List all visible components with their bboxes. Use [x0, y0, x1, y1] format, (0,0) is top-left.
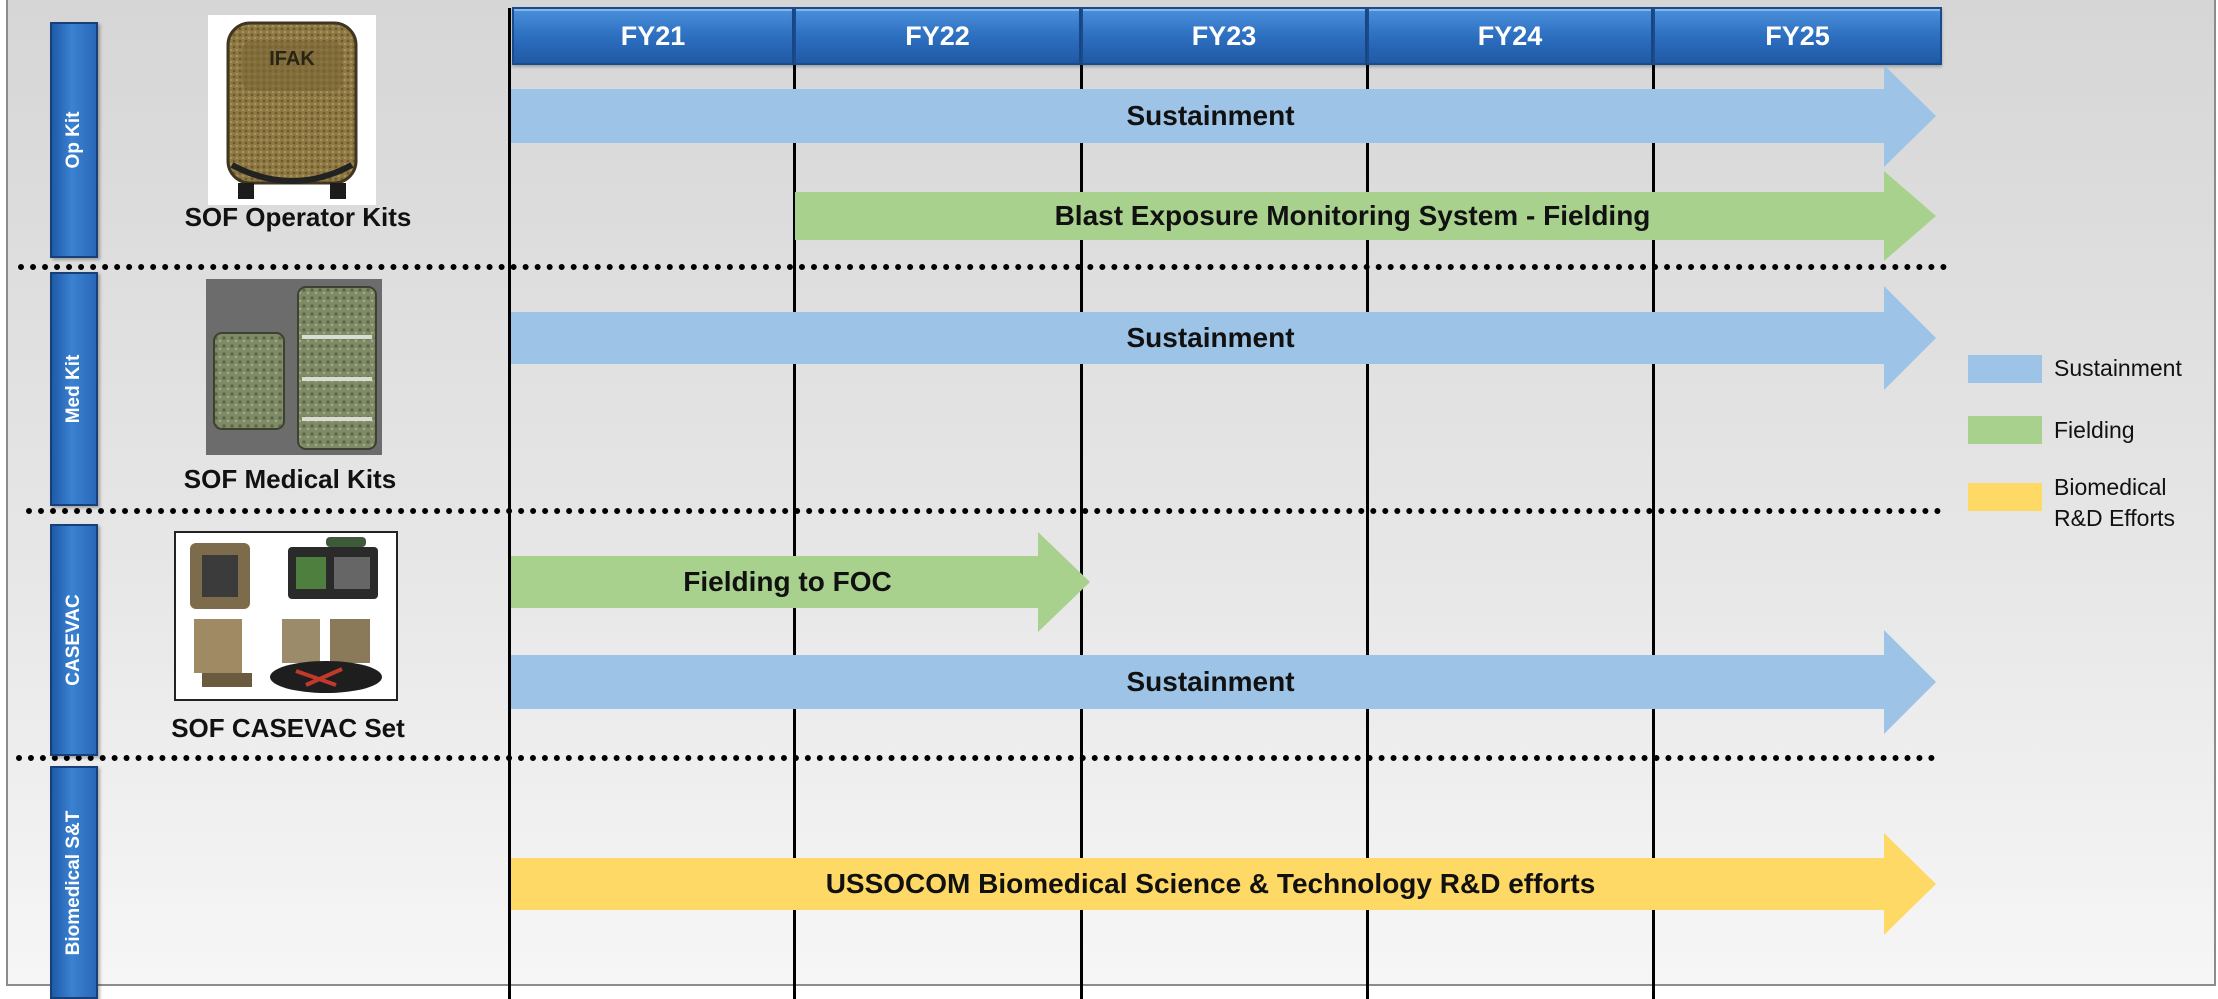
row-tab-label: Med Kit — [63, 354, 84, 424]
row-separator — [16, 755, 1936, 761]
timeline-arrow-fielding: Fielding to FOC — [511, 532, 1090, 632]
legend-swatch-fielding — [1968, 416, 2042, 444]
arrow-shape — [511, 833, 1936, 935]
row-tab-label: CASEVAC — [63, 594, 84, 686]
row-tab-label: Biomedical S&T — [63, 810, 84, 955]
row-separator — [26, 508, 1942, 514]
ifak-backpack-image: IFAK — [208, 15, 376, 205]
year-header-fy21: FY21 — [512, 7, 794, 65]
arrow-label: Sustainment — [1126, 100, 1295, 131]
medical-kit-image — [206, 279, 382, 455]
timeline-arrow-sustainment: Sustainment — [511, 286, 1936, 390]
legend-label-fielding: Fielding — [2054, 417, 2135, 443]
timeline-arrow-sustainment: Sustainment — [511, 630, 1936, 734]
year-divider-line — [793, 65, 796, 999]
arrow-label: Blast Exposure Monitoring System - Field… — [1054, 200, 1651, 231]
kit-label-operator: SOF Operator Kits — [184, 202, 412, 232]
arrow-shape — [511, 286, 1936, 390]
legend-swatch-biomedical — [1968, 483, 2042, 511]
timeline-arrow-fielding: Blast Exposure Monitoring System - Field… — [795, 171, 1936, 261]
kit-label-medical: SOF Medical Kits — [183, 464, 397, 494]
casevac-set-image — [174, 531, 398, 701]
year-header-fy23: FY23 — [1081, 7, 1367, 65]
kit-label-casevac: SOF CASEVAC Set — [171, 713, 405, 743]
arrow-shape — [511, 630, 1936, 734]
row-tab-med-kit: Med Kit — [50, 272, 98, 506]
arrow-label: Sustainment — [1126, 322, 1295, 353]
year-divider-line — [1080, 65, 1083, 999]
arrow-shape — [795, 171, 1936, 261]
row-tab-op-kit: Op Kit — [50, 22, 98, 258]
svg-text:IFAK: IFAK — [269, 48, 315, 70]
medical-pouch-icon — [213, 286, 377, 450]
year-divider-line — [1652, 65, 1655, 999]
arrow-label: USSOCOM Biomedical Science & Technology … — [825, 868, 1596, 899]
arrow-label: Sustainment — [1126, 666, 1295, 697]
timeline-arrow-biomedical: USSOCOM Biomedical Science & Technology … — [511, 833, 1936, 935]
year-header-fy24: FY24 — [1367, 7, 1653, 65]
legend-label-biomedical: Biomedical R&D Efforts — [2054, 474, 2175, 531]
arrow-shape — [511, 532, 1090, 632]
row-separator — [18, 264, 1948, 270]
row-tab-label: Op Kit — [63, 111, 84, 169]
legend-swatch-sustainment — [1968, 355, 2042, 383]
row-tab-casevac: CASEVAC — [50, 524, 98, 756]
casevac-equipment-icon — [190, 537, 382, 693]
arrow-shape — [511, 65, 1936, 167]
year-divider-line — [1366, 65, 1369, 999]
timeline-arrow-sustainment: Sustainment — [511, 65, 1936, 167]
row-tab-biomedical: Biomedical S&T — [50, 766, 98, 999]
year-header-fy25: FY25 — [1653, 7, 1942, 65]
legend-label-sustainment: Sustainment — [2054, 355, 2182, 381]
year-header-fy22: FY22 — [794, 7, 1081, 65]
year-divider-line — [508, 8, 511, 999]
arrow-label: Fielding to FOC — [683, 566, 892, 597]
ifak-backpack-icon: IFAK — [226, 21, 358, 199]
